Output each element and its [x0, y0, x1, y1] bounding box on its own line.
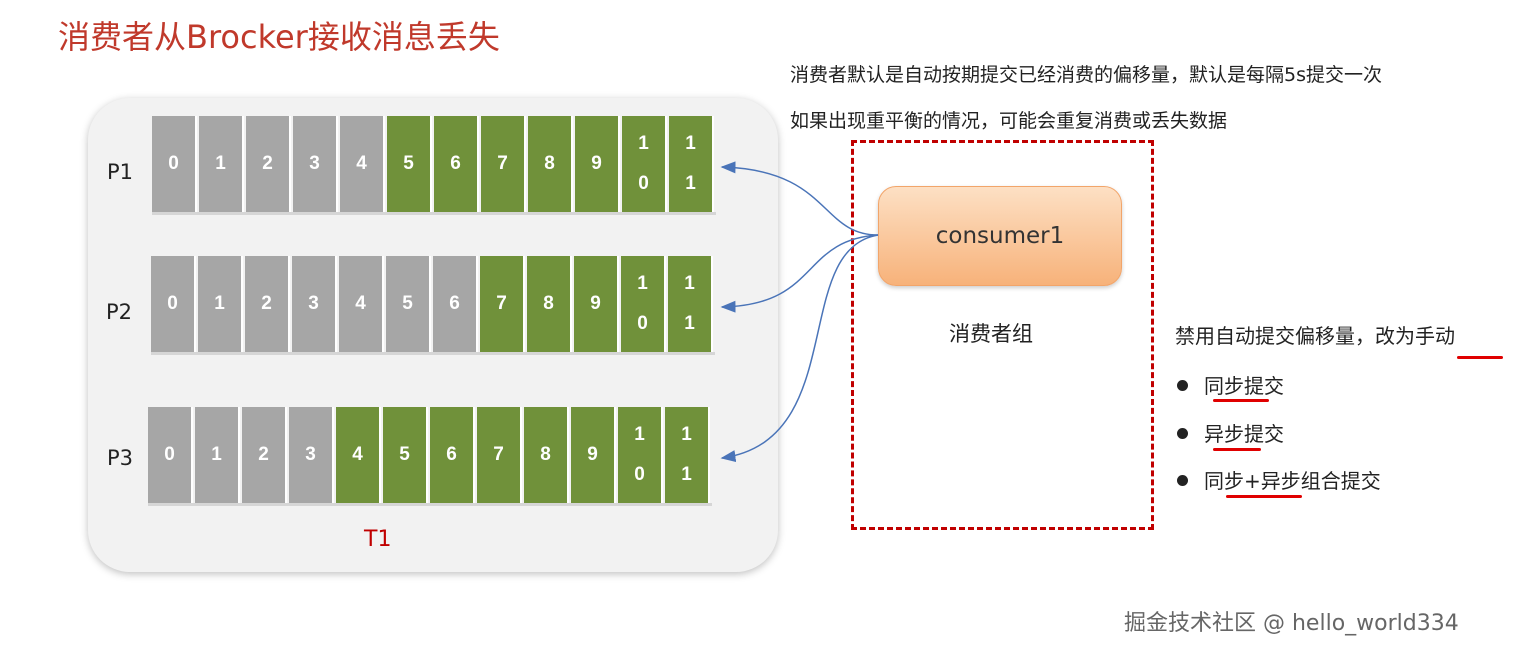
offset-cell-p2-5: 5: [386, 256, 431, 352]
offset-cell-p3-4: 4: [336, 407, 381, 503]
offset-cell-p3-2: 2: [242, 407, 287, 503]
arrow-to-p3: [720, 234, 879, 463]
bullet-dot-icon: [1177, 380, 1188, 391]
offset-cell-p1-6: 6: [434, 116, 479, 212]
offset-cell-p3-8: 8: [524, 407, 569, 503]
partition-label-p1: P1: [107, 160, 134, 184]
consumer-group-label: 消费者组: [949, 322, 1033, 346]
bullet-combined: 同步+异步组合提交: [1177, 465, 1381, 494]
watermark: 掘金技术社区 @ hello_world334: [1124, 611, 1459, 636]
partition-label-p3: P3: [107, 446, 134, 470]
partition-baseline: [148, 503, 712, 506]
offset-cell-p3-1: 1: [195, 407, 240, 503]
underline-combined: [1226, 495, 1302, 498]
offset-cell-p2-3: 3: [292, 256, 337, 352]
offset-cell-p1-5: 5: [387, 116, 432, 212]
partition-baseline: [152, 212, 716, 215]
offset-cell-p1-4: 4: [340, 116, 385, 212]
bullet-dot-icon: [1177, 428, 1188, 439]
offset-cell-p1-0: 0: [152, 116, 197, 212]
offset-cell-p2-7: 7: [480, 256, 525, 352]
offset-cell-p1-9: 9: [575, 116, 620, 212]
bullet-async: 异步提交: [1177, 418, 1284, 447]
partition-label-p2: P2: [106, 300, 133, 324]
offset-cell-p1-7: 7: [481, 116, 526, 212]
bullet-sync-label: 同步提交: [1204, 374, 1284, 398]
offset-cell-p2-2: 2: [245, 256, 290, 352]
rebalance-note: 如果出现重平衡的情况，可能会重复消费或丢失数据: [790, 110, 1228, 132]
underline-sync: [1213, 399, 1269, 402]
arrow-to-p2: [720, 234, 879, 313]
bullet-dot-icon: [1177, 475, 1188, 486]
consumer-label: consumer1: [935, 223, 1065, 249]
page-title: 消费者从Brocker接收消息丢失: [58, 18, 500, 56]
offset-cell-p1-2: 2: [246, 116, 291, 212]
consumer-node: consumer1: [878, 186, 1122, 286]
offset-cell-p1-1: 1: [199, 116, 244, 212]
offset-cell-p3-9: 9: [571, 407, 616, 503]
bullet-async-label: 异步提交: [1204, 422, 1284, 446]
offset-cell-p3-5: 5: [383, 407, 428, 503]
bullet-combined-label: 同步+异步组合提交: [1204, 469, 1381, 493]
offset-cell-p1-8: 8: [528, 116, 573, 212]
offset-cell-p2-4: 4: [339, 256, 384, 352]
arrow-to-p1: [720, 161, 879, 236]
underline-async: [1213, 448, 1261, 451]
underline-manual: [1457, 356, 1503, 359]
offset-cell-p3-7: 7: [477, 407, 522, 503]
bullet-sync: 同步提交: [1177, 370, 1284, 399]
solution-text: 禁用自动提交偏移量，改为手动: [1175, 324, 1455, 348]
topic-label: T1: [364, 527, 392, 552]
offset-cell-p3-3: 3: [289, 407, 334, 503]
partition-baseline: [151, 352, 715, 355]
offset-cell-p2-8: 8: [527, 256, 572, 352]
auto-commit-note: 消费者默认是自动按期提交已经消费的偏移量，默认是每隔5s提交一次: [790, 64, 1382, 86]
offset-cell-p1-3: 3: [293, 116, 338, 212]
offset-cell-p3-6: 6: [430, 407, 475, 503]
offset-cell-p3-0: 0: [148, 407, 193, 503]
offset-cell-p2-0: 0: [151, 256, 196, 352]
offset-cell-p2-6: 6: [433, 256, 478, 352]
offset-cell-p2-1: 1: [198, 256, 243, 352]
consumer-group-box: [851, 140, 1154, 530]
offset-cell-p2-9: 9: [574, 256, 619, 352]
